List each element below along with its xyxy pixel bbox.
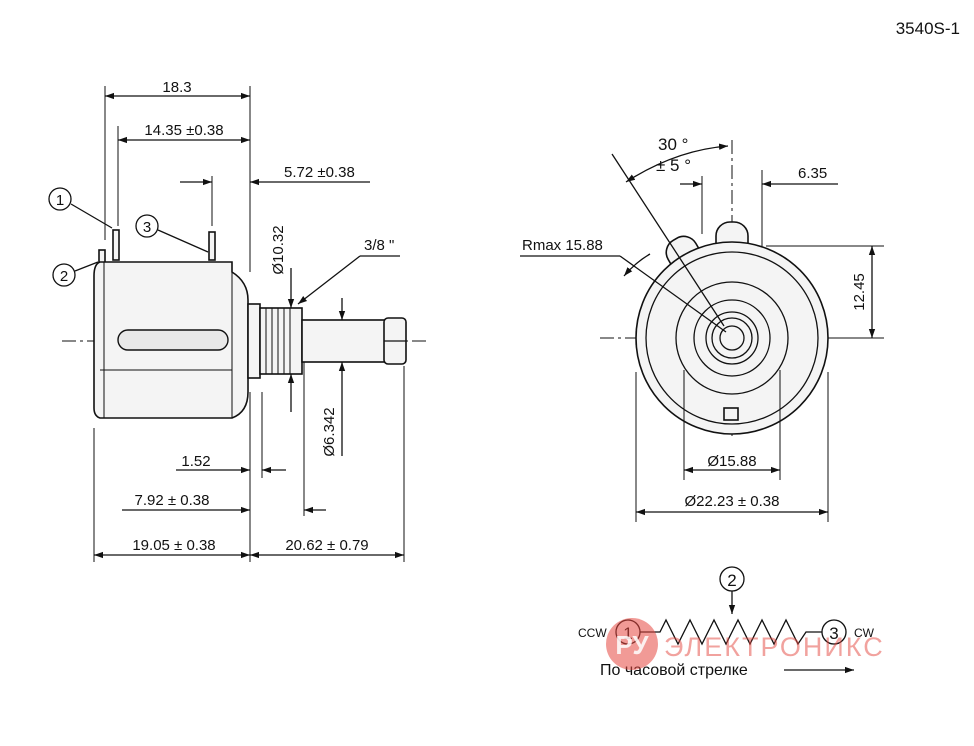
- thread-leader: [297, 255, 361, 305]
- radius-arc: [623, 253, 651, 277]
- cw-text: CW: [854, 626, 875, 640]
- watermark-logo-circle: [606, 618, 658, 670]
- dim-bushing-diameter-label: Ø10.32: [270, 225, 287, 274]
- dim-height-label: 12.45: [851, 273, 868, 311]
- shaft: [301, 319, 395, 363]
- dim-pin-pitch-label: 6.35: [798, 165, 827, 182]
- pin-1-label: 1: [56, 192, 64, 209]
- front-outer-circle: [635, 241, 829, 435]
- dim-inner-diameter-label: Ø15.88: [707, 453, 756, 470]
- front-view: 30 ° ± 5 ° 6.35 Rmax 15.88 12.45 Ø15.88 …: [520, 135, 884, 522]
- bushing-flange: [247, 303, 261, 379]
- ccw-text: CCW: [578, 626, 607, 640]
- body-slot: [117, 329, 229, 351]
- dim-bushing-step-label: 1.52: [181, 453, 210, 470]
- side-view: 1 2 3 18.3 14.35 ±0.38 5.72 ±0.38 Ø10.32: [48, 79, 430, 562]
- thread-label: 3/8 ": [364, 237, 394, 254]
- cw-pin-label: 3: [829, 624, 838, 643]
- pin-2-callout: [52, 263, 76, 287]
- pin-3-leader: [157, 229, 209, 253]
- dim-body-length-label: 19.05 ± 0.38: [132, 537, 215, 554]
- shaft-core-circle: [719, 325, 745, 351]
- dim-shaft-length-label: 20.62 ± 0.79: [285, 537, 368, 554]
- thread-circle: [693, 299, 771, 377]
- locating-tab: [723, 407, 739, 421]
- dim-max-radius-label: Rmax 15.88: [522, 237, 603, 254]
- bushing-thread: [259, 307, 303, 375]
- dim-shaft-offset-label: 5.72 ±0.38: [284, 164, 355, 181]
- pin-1-callout: [48, 187, 72, 211]
- wiper-label: 2: [727, 571, 736, 590]
- watermark-text: ЭЛЕКТРОНИКС: [664, 632, 885, 662]
- resistor-zigzag: [640, 618, 822, 646]
- angle-tolerance-label: ± 5 °: [656, 156, 691, 175]
- dim-pin-span-label: 14.35 ±0.38: [144, 122, 223, 139]
- pin-3-callout: [135, 214, 159, 238]
- dim-bushing-length-label: 7.92 ± 0.38: [135, 492, 210, 509]
- front-rim-circle: [645, 251, 819, 425]
- shaft-inner-circle: [711, 317, 753, 359]
- bushing-circle: [675, 281, 789, 395]
- pin-1: [112, 229, 120, 261]
- dim-outer-diameter-label: Ø22.23 ± 0.38: [685, 493, 780, 510]
- dim-shaft-diameter-label: Ø6.342: [321, 407, 338, 456]
- shaft-circle: [705, 311, 759, 365]
- watermark: РУ ЭЛЕКТРОНИКС: [606, 618, 885, 670]
- pin-3-label: 3: [143, 219, 151, 236]
- pin-1-leader: [70, 203, 113, 229]
- watermark-logo-letters: РУ: [615, 630, 649, 660]
- dim-overall-length-label: 18.3: [162, 79, 191, 96]
- pin-2-leader: [74, 261, 99, 272]
- pin-2-label: 2: [60, 268, 68, 285]
- angle-arc: [625, 143, 729, 183]
- pin-3: [208, 231, 216, 261]
- part-number: 3540S-1: [896, 19, 960, 38]
- radius-leader: [619, 255, 727, 333]
- angle-leg: [611, 153, 725, 327]
- angle-label: 30 °: [658, 135, 688, 154]
